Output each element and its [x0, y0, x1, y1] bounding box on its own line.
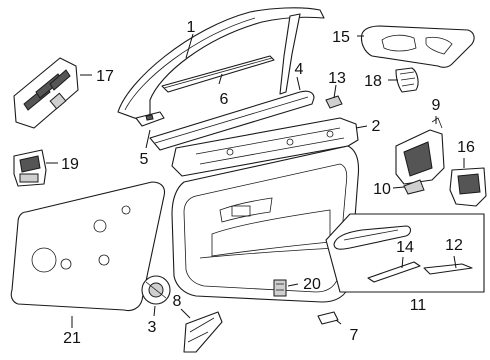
part-9-door-handle [395, 117, 445, 185]
callout-labels: 1 2 3 4 5 6 7 8 9 10 11 12 13 14 15 16 1… [61, 19, 475, 347]
callout-16: 16 [457, 139, 475, 156]
part-20-clip [273, 279, 287, 297]
part-11-group-box [325, 213, 485, 293]
part-16-mirror-switch [449, 167, 487, 207]
callout-6: 6 [220, 91, 229, 108]
part-7-clip [317, 311, 339, 325]
part-6-belt-molding [161, 55, 275, 93]
part-3-speaker [141, 275, 171, 305]
callout-17: 17 [96, 68, 114, 85]
callout-4: 4 [295, 61, 304, 78]
callout-18: 18 [364, 73, 382, 90]
part-2-bracket [171, 117, 359, 177]
callout-20: 20 [303, 276, 321, 293]
callout-14: 14 [396, 239, 414, 256]
part-18-cover [395, 67, 419, 93]
leader-lines [46, 33, 465, 328]
callout-1: 1 [187, 19, 196, 36]
callout-13: 13 [328, 70, 346, 87]
callout-21: 21 [63, 330, 81, 347]
callout-9: 9 [432, 97, 441, 114]
part-8-bracket [183, 311, 223, 353]
part-4-weatherstrip [149, 90, 315, 151]
callout-12: 12 [445, 237, 463, 254]
callout-7: 7 [350, 327, 359, 344]
callout-11: 11 [410, 297, 427, 314]
part-15-grab-handle [360, 25, 475, 68]
part-5-clip [135, 111, 165, 127]
part-21-insulator-panel [10, 181, 166, 312]
callout-19: 19 [61, 156, 79, 173]
callout-8: 8 [173, 293, 182, 310]
part-1-window-frame-molding [117, 7, 325, 121]
callout-2: 2 [372, 118, 381, 135]
part-10-piece [403, 179, 425, 195]
part-19-switch [13, 149, 47, 187]
callout-3: 3 [148, 319, 157, 336]
part-17-window-switch [13, 57, 79, 129]
callout-10: 10 [373, 181, 391, 198]
callout-15: 15 [332, 29, 350, 46]
callout-5: 5 [140, 151, 149, 168]
